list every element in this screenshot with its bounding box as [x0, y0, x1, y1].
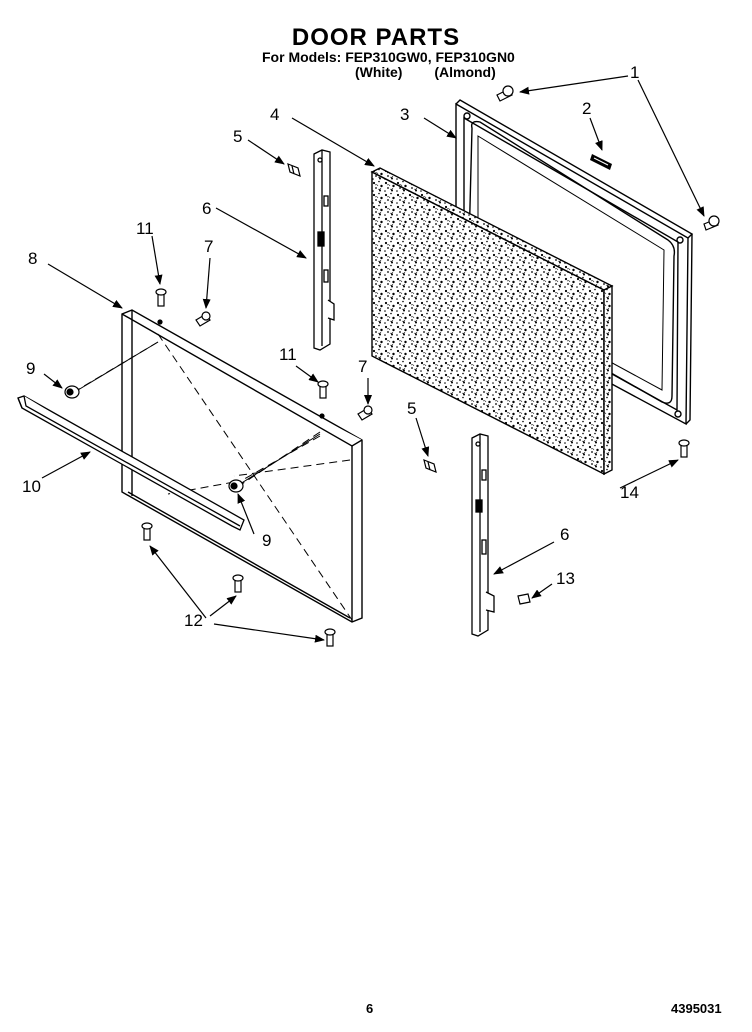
- models-line: For Models: FEP310GW0, FEP310GN0: [262, 49, 515, 65]
- hinge-clip-lower: [423, 459, 437, 473]
- callout-6-lower: 6: [560, 525, 569, 544]
- callout-5-lower: 5: [407, 399, 416, 418]
- model-variants: (White) (Almond): [355, 64, 524, 80]
- document-number: 4395031: [671, 1001, 722, 1016]
- callout-11-right: 11: [279, 345, 297, 364]
- callout-12: 12: [184, 611, 203, 630]
- hinge-clip-upper: [287, 163, 301, 177]
- outer-door-panel: [121, 309, 363, 623]
- callout-4: 4: [270, 105, 279, 124]
- callout-5-upper: 5: [233, 127, 242, 146]
- callout-11-left: 11: [136, 219, 154, 238]
- door-clip: [517, 593, 531, 605]
- callout-13: 13: [556, 569, 575, 588]
- handle-screw-left: [155, 288, 167, 325]
- callout-8: 8: [28, 249, 37, 268]
- rating-label: [590, 154, 612, 170]
- variant-white: (White): [355, 64, 403, 80]
- callout-3: 3: [400, 105, 409, 124]
- hinge-channel-lower: [471, 433, 495, 637]
- callout-2: 2: [582, 99, 591, 118]
- callout-7-right: 7: [358, 357, 367, 376]
- leader-lines-12: [149, 545, 325, 643]
- page-title: DOOR PARTS: [291, 24, 461, 51]
- handle-spacer-left: [64, 385, 80, 399]
- callout-6-upper: 6: [202, 199, 211, 218]
- leader-lines: [41, 75, 705, 599]
- callout-14: 14: [620, 483, 639, 502]
- hinge-screw-right: [357, 405, 373, 421]
- callout-7-left: 7: [204, 237, 213, 256]
- callout-10: 10: [22, 477, 41, 496]
- hinge-screw-left: [195, 311, 211, 327]
- callout-9-left: 9: [26, 359, 35, 378]
- door-insulation: [370, 167, 614, 476]
- handle-spacer-right: [228, 479, 244, 493]
- variant-almond: (Almond): [434, 64, 496, 80]
- assembly-guide-lines-solid: [77, 341, 321, 485]
- screw-top: [496, 85, 720, 231]
- callout-9-right: 9: [262, 531, 271, 550]
- callout-1: 1: [630, 63, 639, 82]
- bottom-screws: [141, 522, 336, 647]
- handle-screw-right: [317, 380, 329, 419]
- hinge-channel-upper: [313, 149, 335, 351]
- door-handle: [17, 395, 245, 531]
- screw-bottom-right: [678, 439, 690, 458]
- page-number: 6: [366, 1001, 374, 1016]
